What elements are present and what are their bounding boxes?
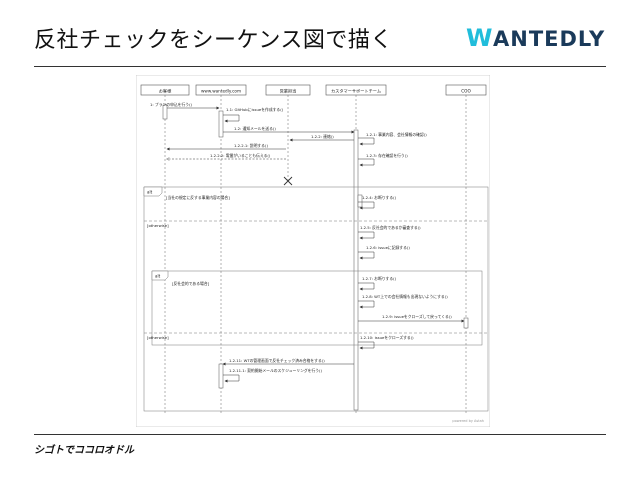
message-label: 1.1: GitHubにissueを作成する() (226, 107, 284, 112)
lifeline-customer: お客様 (140, 84, 190, 415)
message-1-2-6: 1.2.6: issueに記録する() (358, 245, 410, 260)
message-label: 1.2.11.1: 契約開始メールのスケジューリングを行う() (229, 368, 323, 373)
diagram-shape (358, 282, 375, 291)
lifeline-label-site: www.wantedly.com (201, 89, 241, 94)
message-1-2-2: 1.2.2: 連絡() (289, 134, 354, 142)
message-1-1: 1.1: GitHubにissueを作成する() (223, 107, 284, 123)
message-1-2-3: 1.2.3: 存在確認を行う() (358, 153, 408, 167)
message-label: 1.2.10: issueをクローズする() (360, 335, 414, 340)
message-label: 1.2.9: issueをクローズして戻ってくる() (382, 314, 452, 319)
message-1-2-10: 1.2.10: issueをクローズする() (358, 335, 414, 350)
lifeline-coo: COO (445, 84, 487, 415)
message-1-2-9: 1.2.9: issueをクローズして戻ってくる() (358, 314, 469, 329)
message-label: 1.2.2.2: 電番がいることも伝える() (210, 153, 271, 158)
message-label: 1: プランの申込を行う() (150, 102, 193, 107)
lifeline-destroy-mark (283, 176, 293, 186)
message-1-2-8: 1.2.8: WT上での会社情報も出現ないようにする() (358, 294, 448, 309)
diagram-shape (143, 186, 163, 197)
fragment-guard: [otherwise] (147, 335, 169, 340)
message-label: 1.2.4: お断りする() (362, 195, 397, 200)
lifeline-sales: 営業担当 (265, 84, 311, 186)
fragment-keyword: alt (155, 274, 161, 279)
message-label: 1.2.6: issueに記録する() (366, 245, 410, 250)
diagram-shape (358, 251, 375, 260)
fragment-guard: [反社会的である場合] (172, 281, 210, 286)
activation-customer (162, 104, 168, 120)
diagram-shape (358, 137, 375, 146)
lifeline-label-coo: COO (461, 89, 471, 94)
logo-wordmark: ANTEDLY (493, 27, 605, 50)
diagram-frame (135, 74, 491, 428)
message-1-2-5: 1.2.5: 反社会的であるか審査する() (358, 225, 421, 240)
message-label: 1.2.3: 存在確認を行う() (366, 153, 408, 158)
wantedly-logo: W ANTEDLY (466, 24, 605, 50)
message-label: 1.2.8: WT上での会社情報も出現ないようにする() (362, 294, 448, 299)
message-label: 1.2.5: 反社会的であるか審査する() (360, 225, 421, 230)
fragment-guard: [otherwise] (147, 223, 169, 228)
activation-support (353, 129, 359, 411)
slide-title: 反社チェックをシーケンス図で描く (34, 28, 393, 53)
diagram-shape (358, 300, 375, 309)
message-1-2-2-2: 1.2.2.2: 電番がいることも伝える() (167, 153, 286, 159)
diagram-shape (358, 158, 375, 167)
fragment-keyword: alt (147, 190, 153, 195)
lifeline-label-sales: 営業担当 (280, 88, 297, 95)
lifeline-label-support: カスタマーサポートチーム (331, 88, 381, 95)
message-label: 1.2: 通知メールを送る() (234, 126, 276, 131)
message-1: 1: プランの申込を行う() (150, 102, 220, 110)
diagram-shape (151, 270, 169, 281)
diagram-shape (358, 231, 375, 240)
diagram-shape (151, 270, 483, 346)
message-label: 1.2.11: WTの管理画面で反社チェック済み合格をする() (229, 358, 325, 363)
message-1-2-1: 1.2.1: 事業内容、会社情報の確認() (358, 132, 427, 146)
message-1-2-11-1: 1.2.11.1: 契約開始メールのスケジューリングを行う() (223, 368, 323, 383)
activation-coo (463, 317, 469, 329)
diagram-shape (358, 201, 375, 210)
top-divider (34, 66, 606, 67)
lifeline-site: www.wantedly.com (195, 84, 247, 415)
message-label: 1.2.2: 連絡() (311, 134, 334, 139)
message-1-2: 1.2: 通知メールを送る() (223, 126, 355, 134)
logo-accent-letter: W (466, 24, 492, 50)
diagram-shape (223, 374, 240, 383)
message-label: 1.2.2.1: 説明する() (234, 143, 268, 148)
diagram-shape (358, 341, 375, 350)
message-1-2-2-1: 1.2.2.1: 説明する() (166, 143, 286, 151)
message-1-2-4: 1.2.4: お断りする() (358, 195, 397, 210)
activation-site (218, 110, 224, 138)
diagram-watermark: powered by Astah (452, 419, 484, 423)
message-1-2-7: 1.2.7: お断りする() (358, 276, 397, 291)
sequence-diagram-canvas: お客様 www.wantedly.com 営業担当 カスタマーサポートチーム C… (135, 74, 491, 428)
alt-fragment-outer-otherwise: [otherwise] (144, 332, 488, 340)
diagram-shape (223, 114, 240, 123)
footer-tagline: シゴトでココロオドル (34, 445, 134, 456)
alt-fragment-inner: alt [反社会的である場合] (151, 270, 483, 346)
bottom-divider (34, 434, 606, 435)
sequence-diagram: お客様 www.wantedly.com 営業担当 カスタマーサポートチーム C… (135, 74, 491, 428)
message-label: 1.2.7: お断りする() (362, 276, 397, 281)
alt-fragment-outer: alt [当社の規定に反する事業内容の場合] [otherwise] (143, 186, 489, 412)
message-label: 1.2.1: 事業内容、会社情報の確認() (366, 132, 427, 137)
fragment-guard: [当社の規定に反する事業内容の場合] (166, 195, 230, 200)
lifeline-label-customer: お客様 (159, 88, 172, 95)
diagram-shape (143, 186, 489, 412)
message-1-2-11: 1.2.11: WTの管理画面で反社チェック済み合格をする() (218, 358, 354, 389)
activation-site-2 (218, 363, 224, 389)
